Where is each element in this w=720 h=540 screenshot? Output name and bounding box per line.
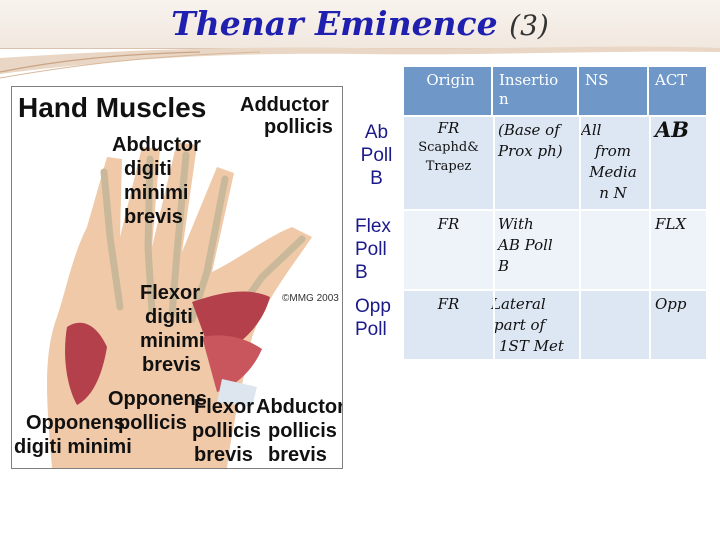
row3-insertion-line3: 1ST Met — [499, 337, 564, 355]
row2-label-line1: Flex — [355, 216, 391, 237]
label-opp-poll-1: Opponens — [108, 388, 207, 410]
row1-label-line3: B — [370, 168, 383, 189]
label-flex-dmb-4: brevis — [142, 354, 201, 376]
header-insertion: Insertio n — [493, 67, 579, 115]
label-opp-poll-2: pollicis — [118, 412, 187, 434]
muscle-table: Origin Insertio n NS ACT Ab Poll B FR Sc… — [349, 67, 706, 359]
row2-origin: FR — [437, 215, 460, 233]
label-flex-pb-2: pollicis — [192, 420, 261, 442]
row2-insertion: With AB Poll B — [498, 214, 580, 277]
row3-label-line2: Poll — [355, 319, 387, 340]
label-opp-dm-2: digiti minimi — [14, 436, 132, 458]
header-insertion-line1: Insertio — [499, 71, 559, 89]
label-abd-dmb-2: digiti — [124, 158, 172, 180]
label-flex-dmb-3: minimi — [140, 330, 204, 352]
row2-label-line2: Poll — [355, 239, 387, 260]
label-abd-pb-1: Abductor — [256, 396, 342, 418]
col-divider — [579, 115, 581, 359]
header-ns: NS — [579, 67, 649, 115]
row2-insertion-line2: AB Poll — [498, 236, 553, 254]
hand-illustration: Hand Muscles Adductor pollicis Abductor … — [14, 92, 342, 468]
label-flex-dmb-2: digiti — [145, 306, 193, 328]
row1-label-line2: Poll — [360, 145, 393, 166]
row2-label: Flex Poll B — [355, 215, 405, 284]
label-opp-dm-1: Opponens — [26, 412, 125, 434]
row2-label-line3: B — [355, 262, 368, 283]
row1-origin-line3: Trapez — [425, 159, 472, 174]
table-row — [404, 115, 706, 209]
row3-insertion: Lateral part of 1ST Met — [491, 294, 579, 357]
header-act: ACT — [649, 67, 706, 115]
row2-act: FLX — [655, 215, 687, 233]
header-act-text: ACT — [655, 71, 688, 89]
row1-insertion-line2: Prox ph) — [498, 142, 563, 160]
label-abd-dmb-3: minimi — [124, 182, 188, 204]
label-copyright: ©MMG 2003 — [282, 293, 339, 304]
row1-ns-line2: from — [595, 142, 631, 160]
row1-ns-line4: n N — [599, 184, 627, 202]
row1-origin: FR Scaphd& Trapez — [404, 119, 493, 176]
row3-insertion-line1: Lateral — [491, 295, 546, 313]
label-hand-muscles: Hand Muscles — [18, 92, 206, 123]
header-origin-text: Origin — [426, 71, 475, 89]
row2-insertion-line3: B — [498, 257, 510, 275]
label-adductor-2: pollicis — [264, 116, 333, 138]
row2-insertion-line1: With — [498, 215, 534, 233]
row3-act: Opp — [655, 295, 687, 313]
label-abd-dmb-1: Abductor — [112, 134, 201, 156]
row3-label: Opp Poll — [355, 295, 405, 341]
hand-muscles-figure: Hand Muscles Adductor pollicis Abductor … — [11, 86, 343, 469]
row1-ns-line3: Media — [589, 163, 637, 181]
table-row — [404, 209, 706, 289]
slide-title-text: Thenar Eminence — [171, 4, 498, 43]
label-abd-pb-2: pollicis — [268, 420, 337, 442]
header-empty-cell — [349, 67, 404, 115]
title-decoration — [0, 46, 720, 79]
label-abd-pb-3: brevis — [268, 444, 327, 466]
row1-insertion-line1: (Base of — [498, 121, 560, 139]
table-row — [404, 289, 706, 359]
col-divider — [649, 115, 651, 359]
row3-label-line1: Opp — [355, 296, 391, 317]
row1-origin-line2: Scaphd& — [418, 140, 479, 155]
label-flex-pb-1: Flexor — [194, 396, 254, 418]
label-flex-dmb-1: Flexor — [140, 282, 200, 304]
slide-title: Thenar Eminence (3) — [0, 4, 720, 43]
header-insertion-line2: n — [499, 90, 509, 108]
label-flex-pb-3: brevis — [194, 444, 253, 466]
row3-insertion-line2: part of — [494, 316, 546, 334]
label-abd-dmb-4: brevis — [124, 206, 183, 228]
row1-label-line1: Ab — [364, 122, 389, 143]
row1-origin-line1: FR — [437, 119, 460, 137]
row1-ns-line1: All — [581, 121, 602, 139]
row1-ns: All from Media n N — [579, 120, 647, 204]
col-divider — [493, 115, 495, 359]
row1-insertion: (Base of Prox ph) — [498, 120, 580, 162]
slide-title-number: (3) — [509, 9, 549, 42]
label-adductor-1: Adductor — [240, 94, 329, 116]
row3-origin: FR — [437, 295, 460, 313]
header-origin: Origin — [404, 67, 493, 115]
row1-label: Ab Poll B — [349, 121, 404, 190]
row1-act: AB — [655, 117, 690, 142]
header-ns-text: NS — [585, 71, 609, 89]
